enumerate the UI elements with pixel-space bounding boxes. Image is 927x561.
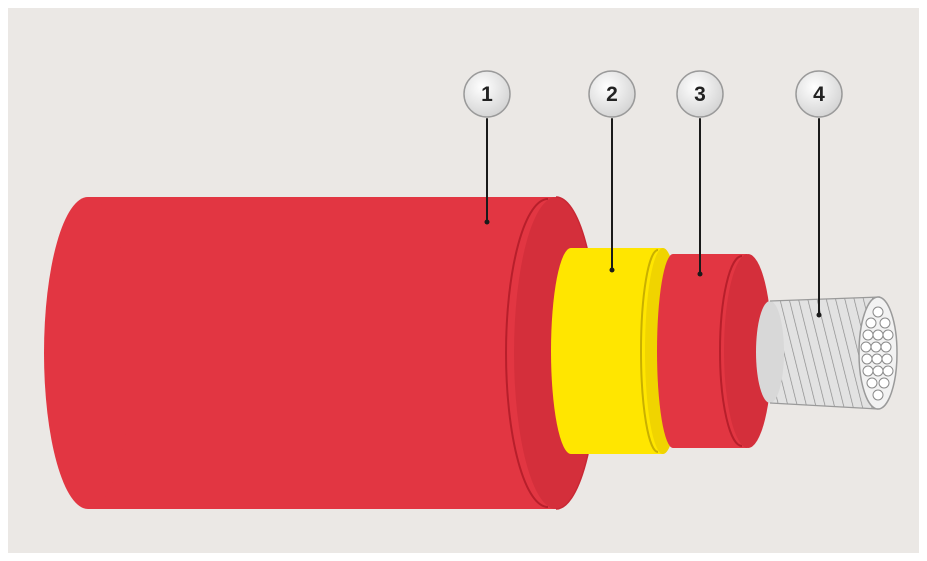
callout-3: 3 — [676, 70, 724, 118]
leader-dot-1 — [484, 219, 490, 225]
callout-4-label: 4 — [813, 83, 825, 106]
callout-2-label: 2 — [606, 83, 618, 106]
leader-dot-2 — [609, 267, 615, 273]
inner-insulation — [657, 254, 772, 448]
outer-sheath — [44, 196, 599, 510]
callout-1-label: 1 — [481, 83, 493, 106]
callout-1: 1 — [463, 70, 511, 118]
callout-3-label: 3 — [694, 83, 706, 106]
callout-2: 2 — [588, 70, 636, 118]
callout-4: 4 — [795, 70, 843, 118]
leader-dot-3 — [697, 271, 703, 277]
leader-dot-4 — [816, 312, 822, 318]
stranded-conductor — [756, 296, 898, 410]
conductor-strand-ends — [860, 306, 894, 401]
